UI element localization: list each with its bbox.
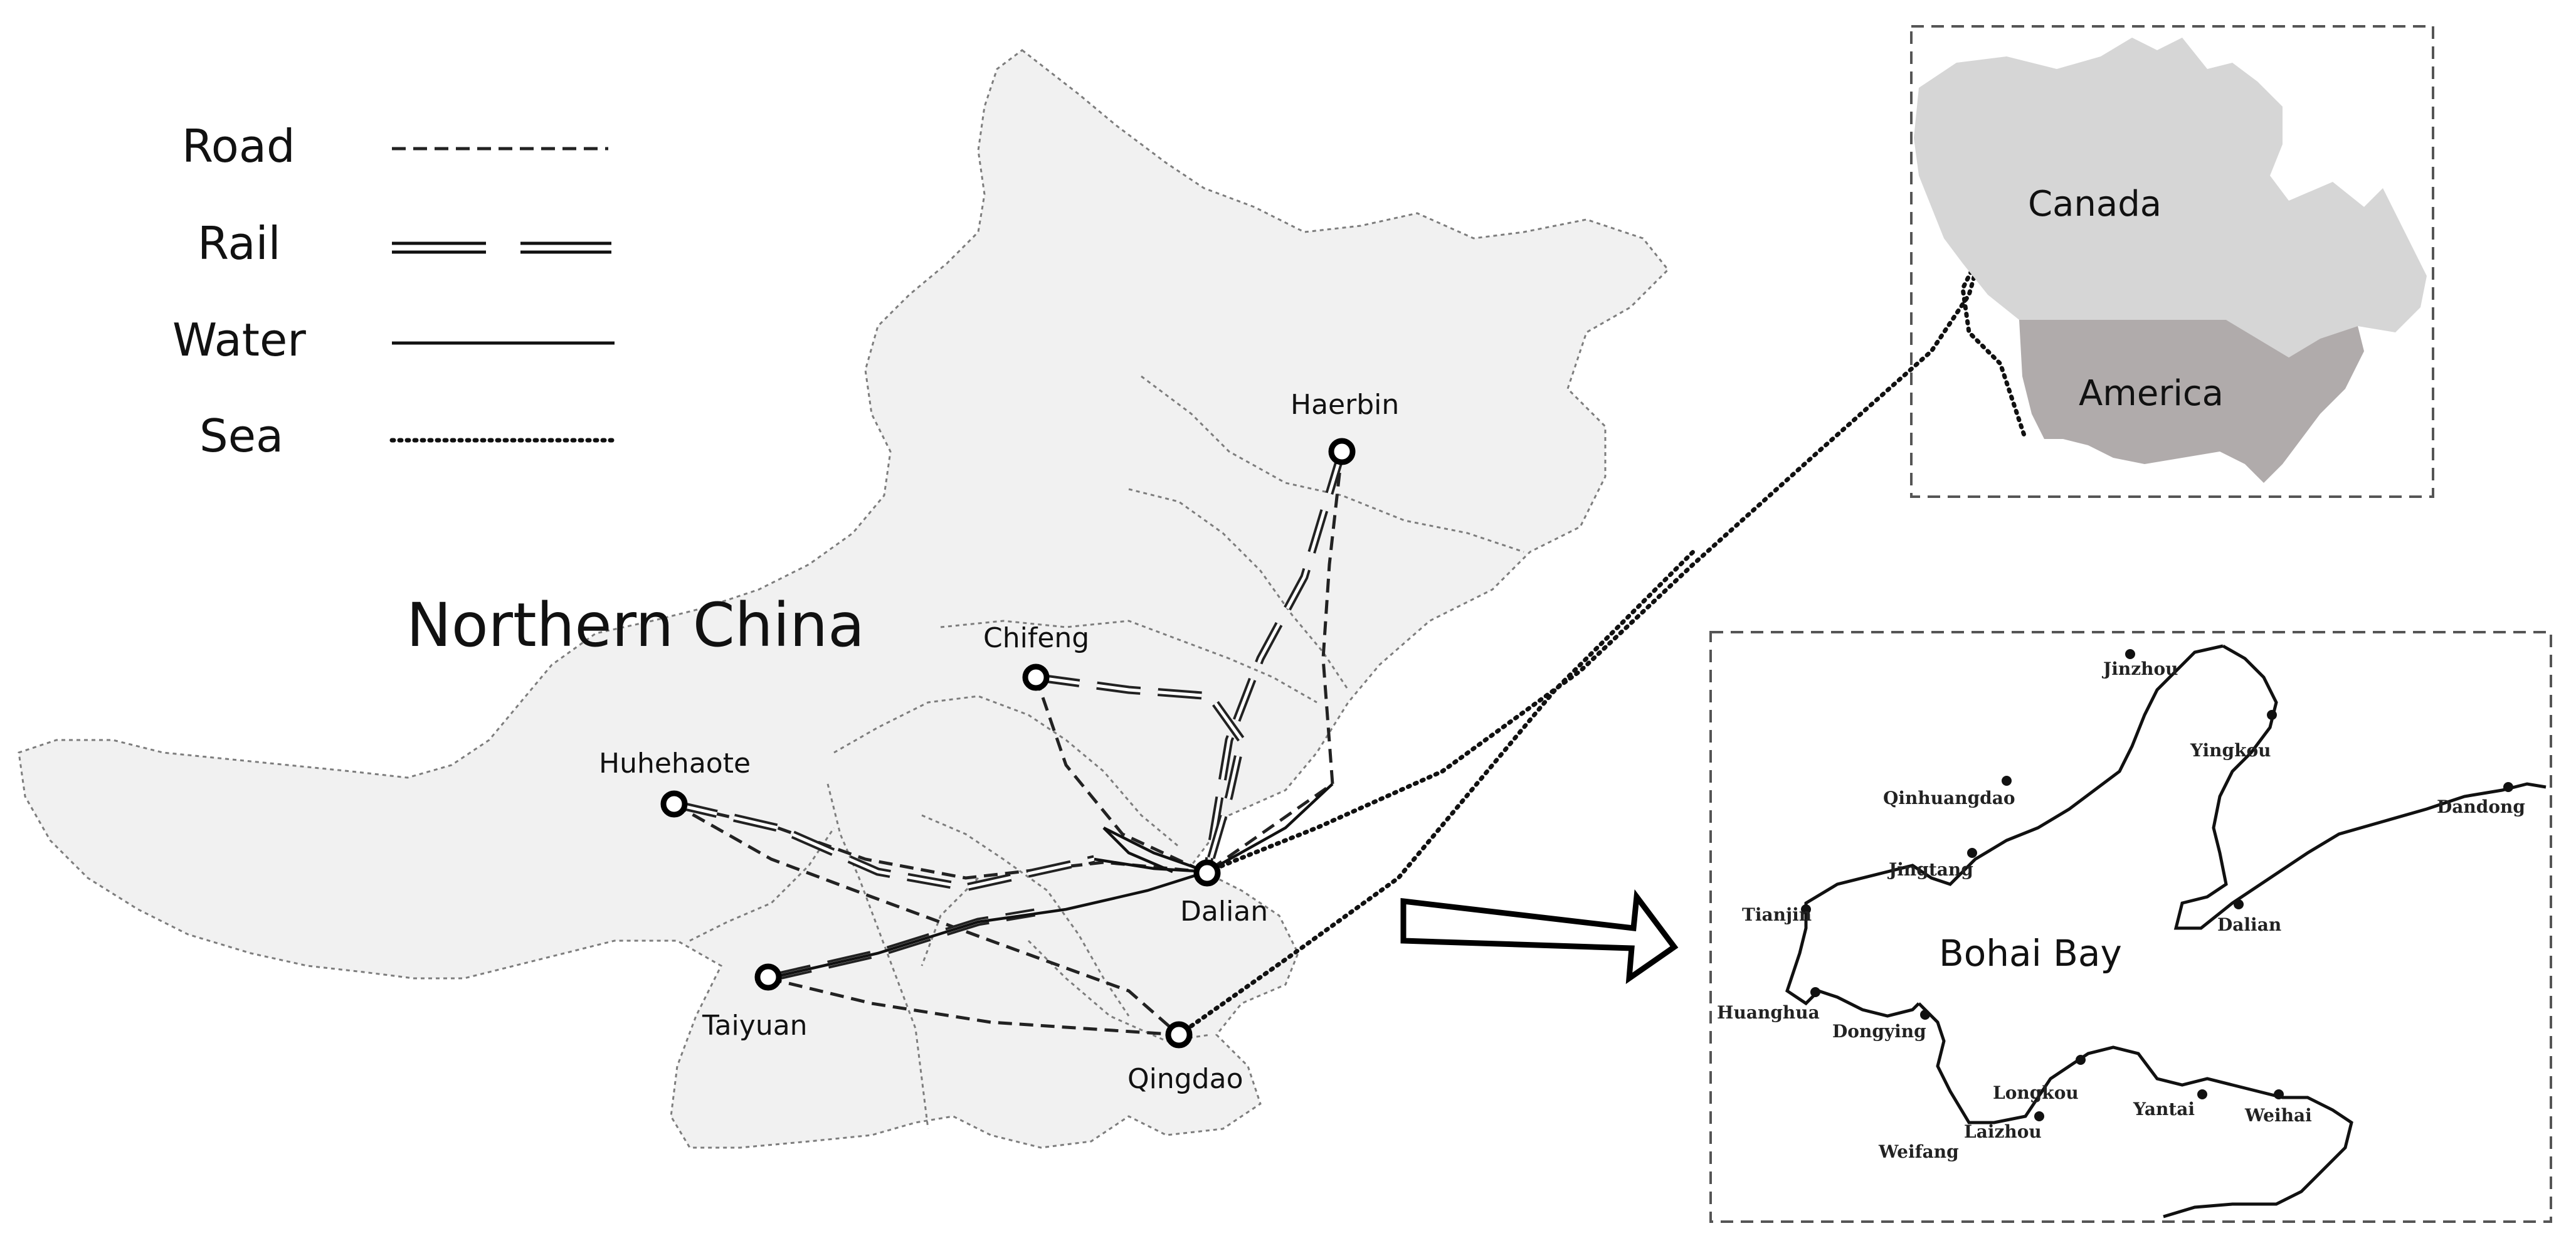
arrow-to-bohai-inset	[1400, 889, 1679, 985]
water-chifeng-dalian	[1102, 826, 1208, 874]
bohai-bay-inset: Bohai Bay Jinzhou Yingkou Qinhuangdao Ji…	[1709, 631, 2552, 1223]
port-label-jingtang: Jingtang	[1887, 859, 1973, 880]
water-haerbin-dalian	[1206, 783, 1334, 873]
road-huhehaote-qingdao	[673, 802, 1180, 1036]
region-title: Northern China	[406, 590, 865, 660]
bohai-port-markers	[1801, 649, 2513, 1121]
city-label-qingdao: Qingdao	[1127, 1063, 1243, 1095]
city-marker-haerbin	[1328, 438, 1356, 465]
port-dot-tianjin	[1801, 904, 1811, 914]
port-label-dandong: Dandong	[2437, 796, 2525, 817]
sea-routes	[1176, 248, 2028, 1037]
port-dot-dalian	[2234, 899, 2244, 909]
legend-sea-label: Sea	[199, 410, 283, 462]
city-marker-qingdao	[1165, 1021, 1193, 1049]
legend-water-label: Water	[172, 314, 306, 366]
water-huhehaote-dalian	[1094, 857, 1208, 874]
port-label-dalian: Dalian	[2217, 914, 2281, 935]
port-label-laizhou: Laizhou	[1964, 1121, 2042, 1142]
port-label-yingkou: Yingkou	[2190, 740, 2271, 761]
canada-region	[1914, 38, 2427, 357]
america-inset: Canada America	[1910, 25, 2434, 498]
port-dot-yingkou	[2267, 710, 2277, 720]
province-borders	[689, 375, 1524, 1129]
city-label-haerbin: Haerbin	[1291, 389, 1399, 421]
port-dot-yantai	[2197, 1089, 2207, 1099]
northern-china-map	[18, 49, 1670, 1149]
port-label-longkou: Longkou	[1993, 1082, 2079, 1103]
northern-china-outline	[18, 49, 1670, 1149]
legend-rail-label: Rail	[198, 217, 281, 270]
port-dot-dongying	[1920, 1010, 1930, 1020]
america-region	[2019, 320, 2364, 483]
city-label-chifeng: Chifeng	[983, 622, 1089, 654]
port-label-yantai: Yantai	[2133, 1099, 2195, 1119]
legend: Road Rail Water Sea	[172, 120, 620, 462]
bohai-coastline-west	[1785, 644, 2224, 1018]
bohai-port-labels: Jinzhou Yingkou Qinhuangdao Jingtang Dan…	[1717, 658, 2525, 1162]
port-label-jinzhou: Jinzhou	[2101, 658, 2178, 679]
city-marker-chifeng	[1022, 664, 1050, 691]
city-marker-huhehaote	[660, 790, 688, 818]
legend-road-label: Road	[182, 120, 295, 172]
sea-route-dalian-america	[1205, 248, 1984, 874]
water-chifeng-branch	[1102, 827, 1173, 874]
port-label-huanghua: Huanghua	[1717, 1002, 1820, 1023]
bohai-coastline-south	[1918, 1002, 2353, 1219]
port-dot-huanghua	[1810, 987, 1820, 997]
road-chifeng-dalian	[1034, 677, 1205, 874]
port-label-dongying: Dongying	[1832, 1021, 1926, 1042]
port-dot-jinzhou	[2125, 649, 2135, 659]
port-dot-jingtang	[1967, 848, 1977, 858]
label-canada: Canada	[2028, 184, 2162, 225]
transport-routes	[673, 450, 1346, 1037]
legend-rail-line	[392, 241, 611, 254]
port-dot-longkou	[2076, 1055, 2086, 1065]
road-haerbin-dalian	[1206, 451, 1344, 874]
port-label-tianjin: Tianjin	[1742, 904, 1812, 925]
port-label-weihai: Weihai	[2244, 1105, 2312, 1126]
city-label-dalian: Dalian	[1180, 896, 1268, 928]
city-label-huhehaote: Huhehaote	[599, 748, 751, 780]
road-taiyuan-qingdao	[768, 976, 1180, 1037]
water-taiyuan-dalian	[768, 870, 1208, 980]
america-inset-frame	[1910, 25, 2434, 498]
port-dot-weihai	[2274, 1089, 2284, 1099]
city-nodes	[660, 438, 1356, 1049]
city-label-taiyuan: Taiyuan	[702, 1010, 808, 1042]
bohai-inset-frame	[1709, 631, 2552, 1223]
port-label-weifang: Weifang	[1878, 1141, 1959, 1162]
port-dot-qinhuangdao	[2002, 776, 2012, 786]
bohai-coastline-north	[2173, 644, 2547, 930]
port-dot-laizhou	[2034, 1111, 2044, 1121]
city-labels: Haerbin Chifeng Huhehaote Dalian Taiyuan…	[599, 389, 1399, 1095]
label-america: America	[2079, 373, 2224, 414]
city-marker-dalian	[1193, 859, 1221, 887]
sea-route-qingdao-america	[1176, 549, 1696, 1037]
city-marker-taiyuan	[754, 963, 782, 991]
sea-route-america-coast	[1960, 248, 2028, 442]
bohai-bay-title: Bohai Bay	[1939, 932, 2122, 975]
port-dot-dandong	[2503, 782, 2513, 792]
port-label-qinhuangdao: Qinhuangdao	[1883, 788, 2015, 808]
